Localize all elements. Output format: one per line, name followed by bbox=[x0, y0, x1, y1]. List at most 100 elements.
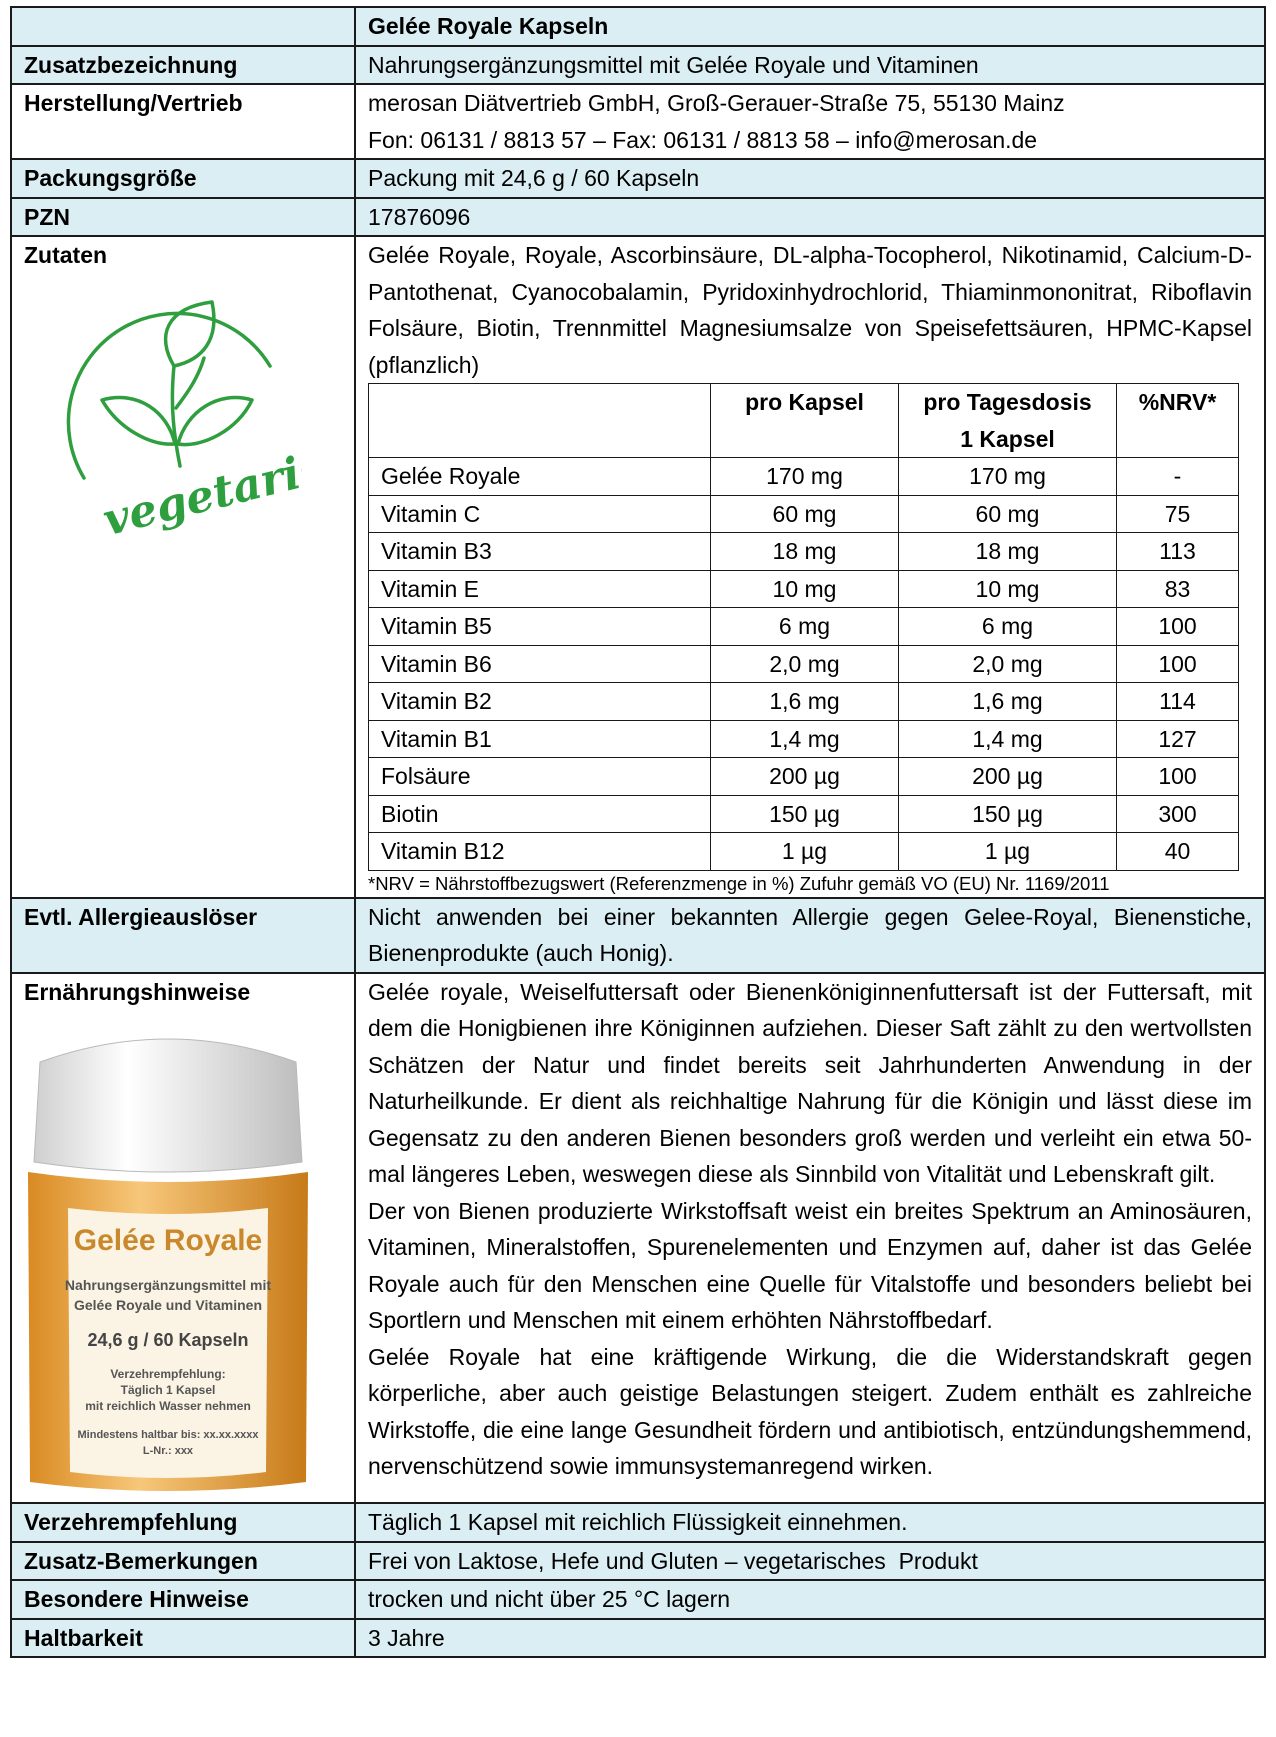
amount-per-capsule: 18 mg bbox=[710, 532, 899, 571]
row-besondere-hinweise: Besondere Hinweise trocken und nicht übe… bbox=[10, 1579, 1266, 1620]
nutrient-name: Vitamin B1 bbox=[368, 719, 711, 758]
nutrient-name: Vitamin B3 bbox=[368, 532, 711, 571]
jar-recommendation-3: mit reichlich Wasser nehmen bbox=[85, 1399, 251, 1413]
jar-recommendation-1: Verzehrempfehlung: bbox=[110, 1367, 225, 1381]
value-zusatz-bemerkungen: Frei von Laktose, Hefe und Gluten – vege… bbox=[354, 1540, 1266, 1581]
product-jar-image: Gelée Royale Nahrungsergänzungsmittel mi… bbox=[28, 1038, 308, 1491]
amount-per-capsule: 1 µg bbox=[710, 832, 899, 871]
label-zusatz-bemerkungen: Zusatz-Bemerkungen bbox=[10, 1540, 356, 1581]
ingredients-text: Gelée Royale, Royale, Ascorbinsäure, DL-… bbox=[368, 242, 1252, 378]
nrv-percent: 40 bbox=[1116, 832, 1239, 871]
amount-per-daily-dose: 150 µg bbox=[898, 794, 1117, 833]
label-zusatzbezeichnung: Zusatzbezeichnung bbox=[10, 44, 356, 85]
value-zutaten: Gelée Royale, Royale, Ascorbinsäure, DL-… bbox=[354, 235, 1266, 899]
title-empty-cell bbox=[10, 6, 356, 47]
nrv-percent: 300 bbox=[1116, 794, 1239, 833]
row-allergie: Evtl. Allergieauslöser Nicht anwenden be… bbox=[10, 896, 1266, 974]
nrv-percent: 100 bbox=[1116, 757, 1239, 796]
label-herstellung: Herstellung/Vertrieb bbox=[10, 83, 356, 160]
nutrient-name: Vitamin B6 bbox=[368, 644, 711, 683]
nrv-percent: 113 bbox=[1116, 532, 1239, 571]
value-zusatzbezeichnung: Nahrungsergänzungsmittel mit Gelée Royal… bbox=[354, 44, 1266, 85]
vegetarisch-logo-text: vegetarisch bbox=[98, 427, 302, 545]
nrv-percent: 100 bbox=[1116, 644, 1239, 683]
amount-per-capsule: 150 µg bbox=[710, 794, 899, 833]
jar-cap bbox=[33, 1038, 303, 1173]
row-zutaten: Zutaten vegetarisch Gelée Royale, Royale… bbox=[10, 235, 1266, 899]
value-pzn: 17876096 bbox=[354, 196, 1266, 237]
product-datasheet: Gelée Royale Kapseln Zusatzbezeichnung N… bbox=[10, 6, 1266, 1658]
amount-per-daily-dose: 1,4 mg bbox=[898, 719, 1117, 758]
amount-per-daily-dose: 6 mg bbox=[898, 607, 1117, 646]
label-ernaehrung-cell: Ernährungshinweise Gelée Royale Nahrungs… bbox=[10, 971, 356, 1504]
jar-recommendation-2: Täglich 1 Kapsel bbox=[121, 1383, 216, 1397]
nutrition-paragraph-1: Gelée royale, Weiselfuttersaft oder Bien… bbox=[368, 978, 1252, 1188]
nrv-percent: 83 bbox=[1116, 569, 1239, 608]
amount-per-capsule: 10 mg bbox=[710, 569, 899, 608]
jar-best-before: Mindestens haltbar bis: xx.xx.xxxx bbox=[78, 1429, 260, 1441]
label-besondere-hinweise: Besondere Hinweise bbox=[10, 1579, 356, 1620]
row-packungsgroesse: Packungsgröße Packung mit 24,6 g / 60 Ka… bbox=[10, 158, 1266, 199]
nutrient-name: Gelée Royale bbox=[368, 457, 711, 496]
nutrient-name: Vitamin C bbox=[368, 494, 711, 533]
nutrient-name: Vitamin B5 bbox=[368, 607, 711, 646]
nutrient-name: Folsäure bbox=[368, 757, 711, 796]
label-pzn: PZN bbox=[10, 196, 356, 237]
row-pzn: PZN 17876096 bbox=[10, 196, 1266, 237]
amount-per-capsule: 60 mg bbox=[710, 494, 899, 533]
value-ernaehrung: Gelée royale, Weiselfuttersaft oder Bien… bbox=[354, 971, 1266, 1504]
nrv-percent: 75 bbox=[1116, 494, 1239, 533]
contact-line: Fon: 06131 / 8813 57 – Fax: 06131 / 8813… bbox=[368, 126, 1038, 153]
label-packungsgroesse: Packungsgröße bbox=[10, 158, 356, 199]
amount-per-capsule: 2,0 mg bbox=[710, 644, 899, 683]
label-allergie: Evtl. Allergieauslöser bbox=[10, 896, 356, 974]
jar-subtitle-1: Nahrungsergänzungsmittel mit bbox=[65, 1277, 271, 1293]
row-herstellung: Herstellung/Vertrieb merosan Diätvertrie… bbox=[10, 83, 1266, 160]
label-ernaehrung: Ernährungshinweise bbox=[24, 978, 251, 1005]
amount-per-daily-dose: 2,0 mg bbox=[898, 644, 1117, 683]
nrv-percent: 114 bbox=[1116, 682, 1239, 721]
nrv-footnote: *NRV = Nährstoffbezugswert (Referenzmeng… bbox=[368, 872, 1110, 894]
jar-label-white bbox=[68, 1208, 268, 1478]
label-verzehrempfehlung: Verzehrempfehlung bbox=[10, 1502, 356, 1543]
jar-subtitle-2: Gelée Royale und Vitaminen bbox=[74, 1297, 262, 1313]
row-haltbarkeit: Haltbarkeit 3 Jahre bbox=[10, 1617, 1266, 1658]
nutrient-name: Vitamin B12 bbox=[368, 832, 711, 871]
value-verzehrempfehlung: Täglich 1 Kapsel mit reichlich Flüssigke… bbox=[354, 1502, 1266, 1543]
amount-per-daily-dose: 18 mg bbox=[898, 532, 1117, 571]
nutrition-paragraph-2: Der von Bienen produzierte Wirkstoffsaft… bbox=[368, 1197, 1252, 1334]
amount-per-capsule: 200 µg bbox=[710, 757, 899, 796]
amount-per-daily-dose: 1 µg bbox=[898, 832, 1117, 871]
nutrition-header-pro-kapsel: pro Kapsel bbox=[710, 383, 899, 458]
product-table: Gelée Royale Kapseln Zusatzbezeichnung N… bbox=[10, 6, 1266, 1658]
value-haltbarkeit: 3 Jahre bbox=[354, 1617, 1266, 1658]
nutrient-name: Vitamin B2 bbox=[368, 682, 711, 721]
row-zusatzbezeichnung: Zusatzbezeichnung Nahrungsergänzungsmitt… bbox=[10, 44, 1266, 85]
nrv-percent: 100 bbox=[1116, 607, 1239, 646]
amount-per-capsule: 6 mg bbox=[710, 607, 899, 646]
jar-size: 24,6 g / 60 Kapseln bbox=[87, 1330, 248, 1350]
nutrition-header-tagesdosis-line2: 1 Kapsel bbox=[960, 425, 1055, 452]
nutrition-paragraph-3: Gelée Royale hat eine kräftigende Wirkun… bbox=[368, 1343, 1252, 1480]
amount-per-daily-dose: 60 mg bbox=[898, 494, 1117, 533]
row-zusatz-bemerkungen: Zusatz-Bemerkungen Frei von Laktose, Hef… bbox=[10, 1540, 1266, 1581]
value-besondere-hinweise: trocken und nicht über 25 °C lagern bbox=[354, 1579, 1266, 1620]
nutrient-name: Biotin bbox=[368, 794, 711, 833]
nrv-percent: - bbox=[1116, 457, 1239, 496]
amount-per-daily-dose: 10 mg bbox=[898, 569, 1117, 608]
row-ernaehrung: Ernährungshinweise Gelée Royale Nahrungs… bbox=[10, 971, 1266, 1504]
amount-per-capsule: 1,4 mg bbox=[710, 719, 899, 758]
label-haltbarkeit: Haltbarkeit bbox=[10, 1617, 356, 1658]
